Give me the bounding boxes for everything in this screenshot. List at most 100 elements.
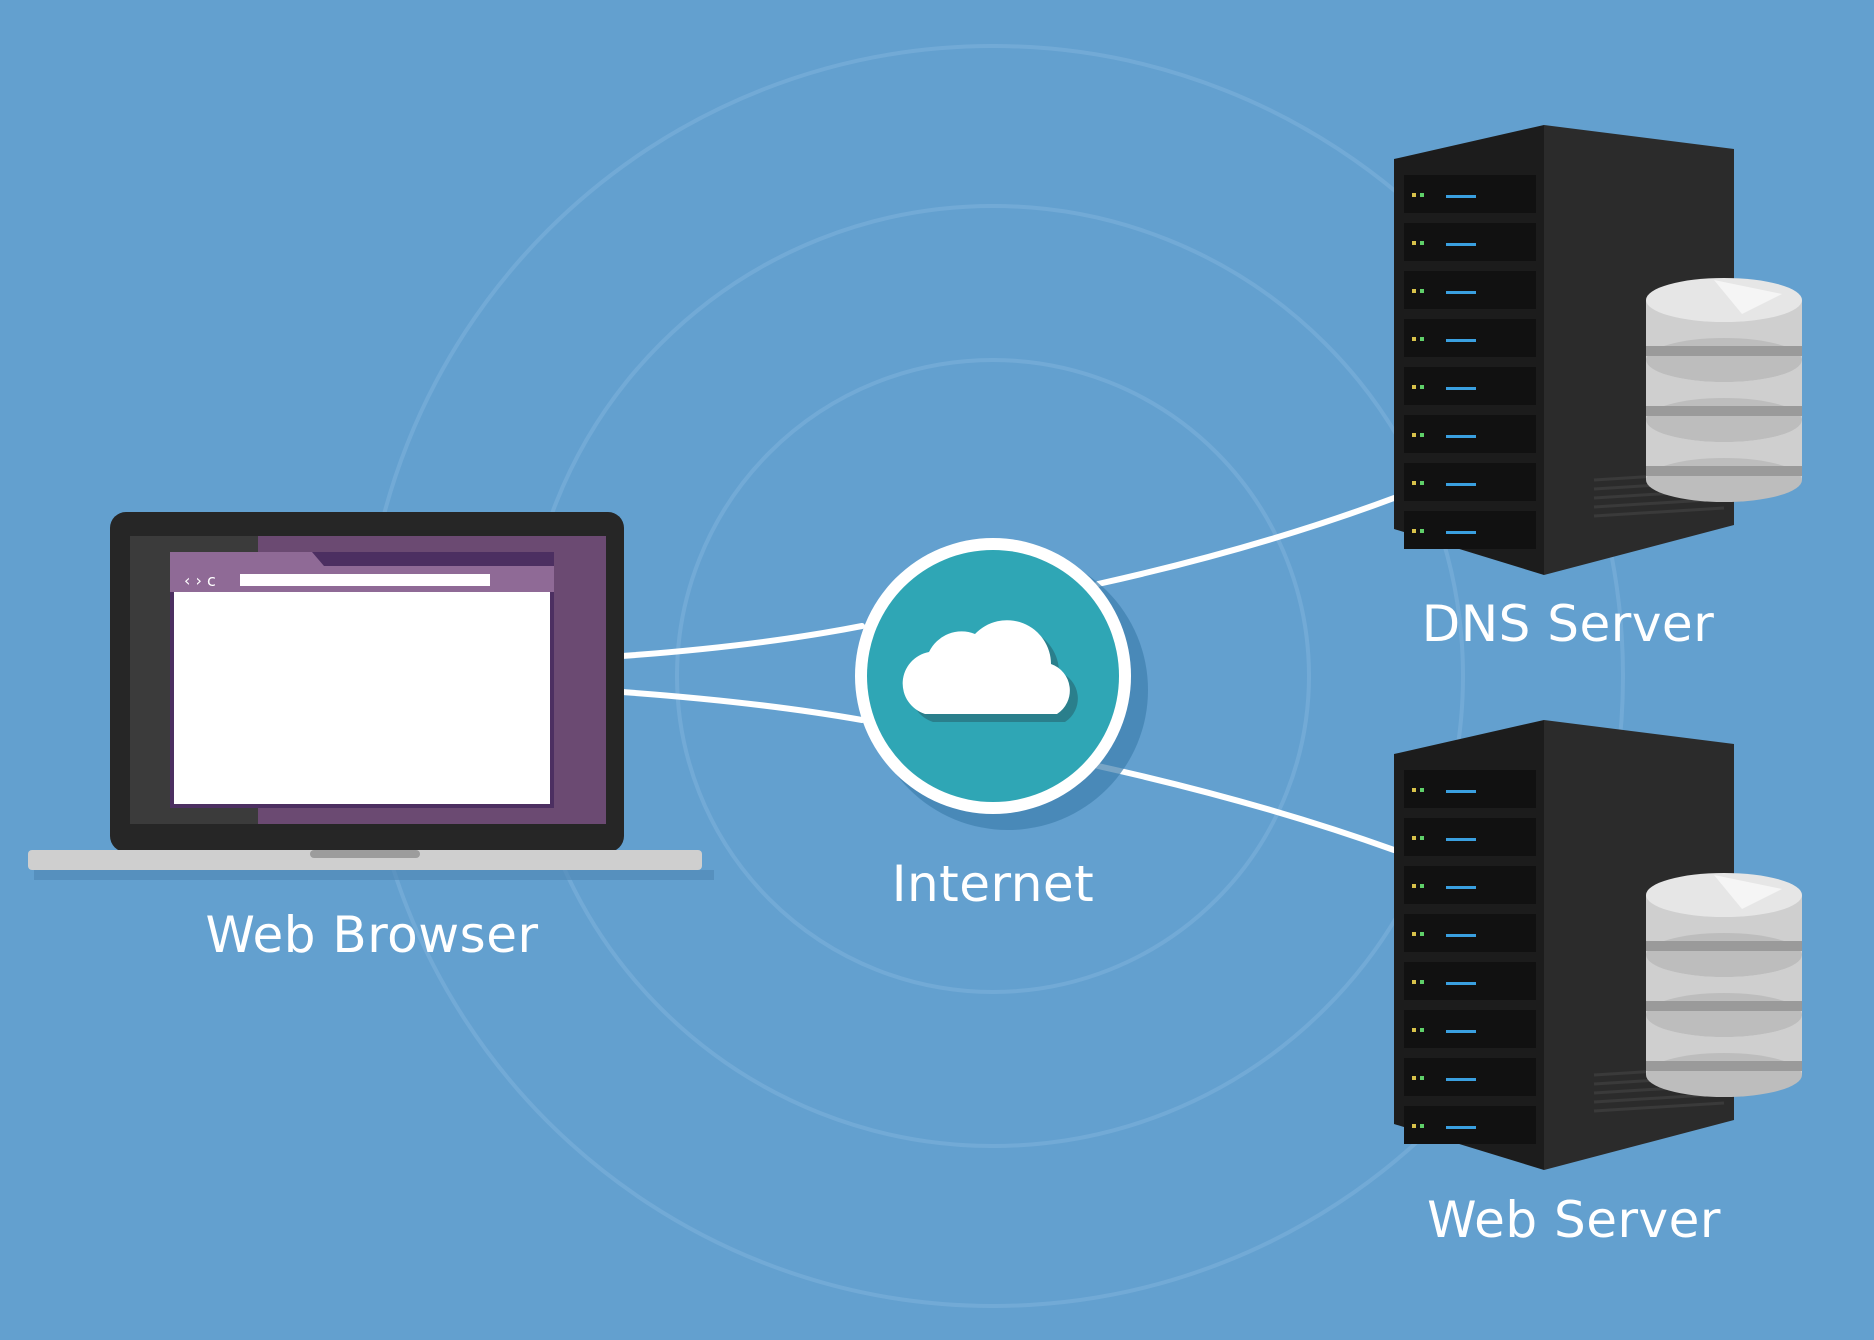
disk-bottom	[1646, 1053, 1802, 1097]
label-internet: Internet	[891, 855, 1095, 913]
rack-unit-indicator	[1446, 1030, 1476, 1033]
rack-unit-led-yellow	[1412, 433, 1416, 437]
disk-highlight	[1714, 875, 1782, 909]
disk-band	[1646, 346, 1802, 356]
rack-unit-indicator	[1446, 435, 1476, 438]
web-server-rack-icon	[1394, 720, 1802, 1170]
rack-unit-led-yellow	[1412, 980, 1416, 984]
disk-bottom	[1646, 993, 1802, 1037]
rack-unit-indicator	[1446, 291, 1476, 294]
rack-unit-indicator	[1446, 531, 1476, 534]
rack-unit-led-green	[1420, 1028, 1424, 1032]
link-internet-dns	[1095, 495, 1397, 587]
rack-unit-led-yellow	[1412, 1028, 1416, 1032]
label-dns-server: DNS Server	[1421, 595, 1715, 653]
rack-unit-led-green	[1420, 337, 1424, 341]
rack-unit-indicator	[1446, 982, 1476, 985]
rack-unit-led-yellow	[1412, 337, 1416, 341]
rack-unit	[1404, 319, 1536, 357]
rack-unit	[1404, 175, 1536, 213]
rack-vent	[1593, 1101, 1725, 1113]
browser-controls: ‹ › c	[184, 571, 216, 590]
laptop-base	[28, 850, 702, 870]
rack-unit-indicator	[1446, 243, 1476, 246]
rack-unit-led-yellow	[1412, 1076, 1416, 1080]
rack-unit-led-yellow	[1412, 481, 1416, 485]
cloud-shape	[902, 620, 1078, 722]
connections	[619, 495, 1397, 853]
cloud-icon	[855, 538, 1148, 830]
laptop-base-shadow	[34, 870, 714, 880]
ring-inner	[675, 358, 1311, 994]
label-web-server: Web Server	[1427, 1191, 1721, 1249]
disk-top	[1646, 278, 1802, 322]
rack-unit	[1404, 770, 1536, 808]
browser-window: ‹ › c	[170, 552, 554, 808]
rack-unit-led-yellow	[1412, 1124, 1416, 1128]
link-browser-internet-top	[619, 623, 865, 659]
rack-unit-led-green	[1420, 1076, 1424, 1080]
rack-unit-led-yellow	[1412, 884, 1416, 888]
rack-unit-led-green	[1420, 932, 1424, 936]
disk-bottom	[1646, 933, 1802, 977]
rack-unit-led-yellow	[1412, 932, 1416, 936]
disk-highlight	[1714, 280, 1782, 314]
label-web-browser: Web Browser	[205, 906, 539, 964]
rack-unit	[1404, 415, 1536, 453]
rack-unit-led-yellow	[1412, 241, 1416, 245]
rack-unit	[1404, 223, 1536, 261]
rack-unit	[1404, 1106, 1536, 1144]
disk-bottom	[1646, 398, 1802, 442]
rack-unit-led-yellow	[1412, 836, 1416, 840]
rack-unit	[1404, 866, 1536, 904]
rack-unit	[1404, 1010, 1536, 1048]
rack-unit-indicator	[1446, 483, 1476, 486]
rack-unit-led-green	[1420, 193, 1424, 197]
rack-unit	[1404, 463, 1536, 501]
rack-unit-led-green	[1420, 241, 1424, 245]
rack-unit-led-green	[1420, 433, 1424, 437]
rack-unit-led-yellow	[1412, 529, 1416, 533]
rack-unit-led-yellow	[1412, 385, 1416, 389]
rack-unit-indicator	[1446, 1126, 1476, 1129]
laptop-notch	[310, 850, 420, 858]
browser-page	[174, 592, 550, 804]
link-internet-web	[1095, 763, 1397, 853]
rack-unit-led-green	[1420, 836, 1424, 840]
rack-vent	[1593, 506, 1725, 518]
disk-band	[1646, 941, 1802, 951]
disk-bottom	[1646, 458, 1802, 502]
rack-unit	[1404, 962, 1536, 1000]
rack-unit-indicator	[1446, 790, 1476, 793]
rack-unit-led-green	[1420, 980, 1424, 984]
dns-server-rack-icon	[1394, 125, 1802, 575]
disk-band	[1646, 466, 1802, 476]
rack-unit-led-yellow	[1412, 788, 1416, 792]
rack-unit-led-green	[1420, 788, 1424, 792]
rack-unit-led-green	[1420, 289, 1424, 293]
rack-unit	[1404, 914, 1536, 952]
rack-unit	[1404, 818, 1536, 856]
link-browser-internet-bottom	[619, 689, 865, 723]
disk-band	[1646, 406, 1802, 416]
rack-unit-indicator	[1446, 838, 1476, 841]
background-rings	[361, 44, 1625, 1308]
disk-bottom	[1646, 338, 1802, 382]
rack-unit	[1404, 511, 1536, 549]
rack-unit-led-green	[1420, 529, 1424, 533]
rack-unit	[1404, 1058, 1536, 1096]
rack-unit-led-yellow	[1412, 193, 1416, 197]
rack-unit-indicator	[1446, 195, 1476, 198]
rack-unit-led-green	[1420, 1124, 1424, 1128]
rack-unit-indicator	[1446, 387, 1476, 390]
rack-unit-led-green	[1420, 884, 1424, 888]
rack-unit-indicator	[1446, 339, 1476, 342]
rack-unit-led-yellow	[1412, 289, 1416, 293]
rack-unit-led-green	[1420, 481, 1424, 485]
disk-top	[1646, 873, 1802, 917]
laptop-icon: ‹ › c	[28, 512, 714, 880]
rack-unit-indicator	[1446, 886, 1476, 889]
rack-unit	[1404, 271, 1536, 309]
